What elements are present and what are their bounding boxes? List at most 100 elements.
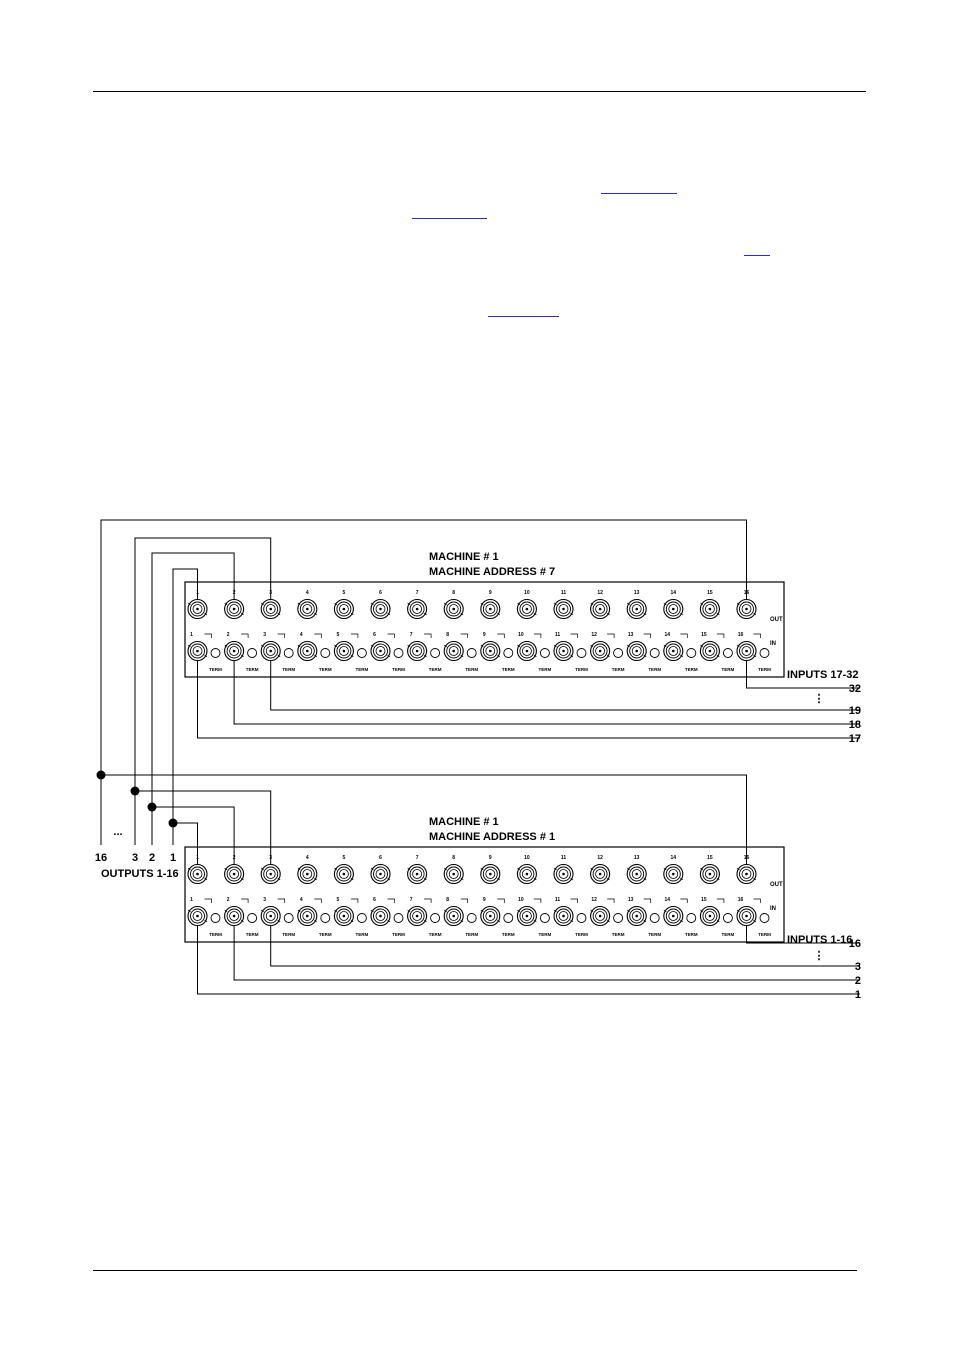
- output-bnc-connector[interactable]: [297, 598, 318, 620]
- term-switch[interactable]: [247, 648, 258, 658]
- output-bnc-connector[interactable]: [553, 598, 574, 620]
- output-bnc-connector[interactable]: [626, 863, 647, 885]
- input-bnc-connector[interactable]: [699, 905, 720, 927]
- term-switch[interactable]: [649, 648, 660, 658]
- input-bnc-connector[interactable]: [370, 905, 391, 927]
- input-bnc-connector[interactable]: [260, 905, 281, 927]
- input-bnc-connector[interactable]: [187, 905, 208, 927]
- term-switch[interactable]: [649, 913, 660, 923]
- link-underline-1[interactable]: [601, 193, 677, 194]
- term-switch[interactable]: [466, 648, 477, 658]
- output-bnc-connector[interactable]: [260, 863, 281, 885]
- term-switch[interactable]: [503, 913, 514, 923]
- term-switch[interactable]: [539, 913, 550, 923]
- term-switch[interactable]: [393, 648, 404, 658]
- input-bnc-connector[interactable]: [590, 905, 611, 927]
- input-bnc-connector[interactable]: [480, 905, 501, 927]
- term-switch[interactable]: [722, 913, 733, 923]
- term-switch[interactable]: [430, 913, 441, 923]
- link-underline-4[interactable]: [488, 316, 559, 317]
- term-switch[interactable]: [576, 913, 587, 923]
- input-bnc-connector[interactable]: [553, 905, 574, 927]
- input-bnc-connector[interactable]: [370, 640, 391, 662]
- input-bnc-connector[interactable]: [297, 640, 318, 662]
- input-bnc-connector[interactable]: [553, 640, 574, 662]
- term-switch[interactable]: [393, 913, 404, 923]
- output-bnc-connector[interactable]: [590, 598, 611, 620]
- term-switch[interactable]: [759, 648, 770, 658]
- input-bnc-connector[interactable]: [443, 640, 464, 662]
- input-bnc-connector[interactable]: [626, 640, 647, 662]
- term-switch[interactable]: [247, 913, 258, 923]
- term-switch[interactable]: [686, 913, 697, 923]
- output-bnc-connector[interactable]: [480, 863, 501, 885]
- input-bnc-connector[interactable]: [516, 640, 537, 662]
- input-bnc-connector[interactable]: [663, 905, 684, 927]
- term-switch[interactable]: [759, 913, 770, 923]
- input-bnc-connector[interactable]: [590, 640, 611, 662]
- term-switch[interactable]: [320, 913, 331, 923]
- output-bnc-connector[interactable]: [187, 863, 208, 885]
- output-bnc-connector[interactable]: [333, 863, 354, 885]
- input-bnc-connector[interactable]: [699, 640, 720, 662]
- input-bnc-connector[interactable]: [736, 640, 757, 662]
- input-bnc-connector[interactable]: [516, 905, 537, 927]
- input-bnc-connector[interactable]: [407, 640, 428, 662]
- link-underline-3[interactable]: [744, 255, 770, 256]
- input-bnc-connector[interactable]: [224, 640, 245, 662]
- output-bnc-connector[interactable]: [224, 863, 245, 885]
- input-bnc-connector[interactable]: [407, 905, 428, 927]
- term-switch[interactable]: [210, 913, 221, 923]
- input-bnc-connector[interactable]: [333, 905, 354, 927]
- term-switch[interactable]: [613, 913, 624, 923]
- term-switch[interactable]: [356, 648, 367, 658]
- term-switch[interactable]: [283, 648, 294, 658]
- output-bnc-connector[interactable]: [333, 598, 354, 620]
- output-bnc-connector[interactable]: [480, 598, 501, 620]
- output-bnc-connector[interactable]: [590, 863, 611, 885]
- output-bnc-connector[interactable]: [370, 598, 391, 620]
- output-bnc-connector[interactable]: [187, 598, 208, 620]
- input-bnc-connector[interactable]: [626, 905, 647, 927]
- term-switch[interactable]: [466, 913, 477, 923]
- output-bnc-connector[interactable]: [699, 863, 720, 885]
- term-switch[interactable]: [613, 648, 624, 658]
- output-bnc-connector[interactable]: [699, 598, 720, 620]
- input-bnc-connector[interactable]: [224, 905, 245, 927]
- term-switch[interactable]: [686, 648, 697, 658]
- output-bnc-connector[interactable]: [516, 598, 537, 620]
- input-bnc-connector[interactable]: [480, 640, 501, 662]
- input-bnc-connector[interactable]: [663, 640, 684, 662]
- output-bnc-connector[interactable]: [224, 598, 245, 620]
- output-bnc-connector[interactable]: [626, 598, 647, 620]
- term-switch[interactable]: [320, 648, 331, 658]
- output-bnc-connector[interactable]: [407, 863, 428, 885]
- output-bnc-connector[interactable]: [260, 598, 281, 620]
- term-switch[interactable]: [722, 648, 733, 658]
- term-switch[interactable]: [539, 648, 550, 658]
- term-switch[interactable]: [283, 913, 294, 923]
- input-bnc-connector[interactable]: [297, 905, 318, 927]
- output-bnc-connector[interactable]: [370, 863, 391, 885]
- output-bnc-connector[interactable]: [553, 863, 574, 885]
- output-bnc-connector[interactable]: [407, 598, 428, 620]
- term-switch[interactable]: [430, 648, 441, 658]
- term-switch[interactable]: [503, 648, 514, 658]
- term-switch[interactable]: [576, 648, 587, 658]
- input-bnc-connector[interactable]: [187, 640, 208, 662]
- link-underline-2[interactable]: [412, 218, 487, 219]
- input-bnc-connector[interactable]: [333, 640, 354, 662]
- input-bnc-connector[interactable]: [443, 905, 464, 927]
- term-switch[interactable]: [210, 648, 221, 658]
- input-bnc-connector[interactable]: [260, 640, 281, 662]
- input-bnc-connector[interactable]: [736, 905, 757, 927]
- term-switch[interactable]: [356, 913, 367, 923]
- output-bnc-connector[interactable]: [663, 598, 684, 620]
- output-bnc-connector[interactable]: [663, 863, 684, 885]
- output-bnc-connector[interactable]: [516, 863, 537, 885]
- output-bnc-connector[interactable]: [443, 863, 464, 885]
- output-bnc-connector[interactable]: [443, 598, 464, 620]
- output-bnc-connector[interactable]: [736, 598, 757, 620]
- output-bnc-connector[interactable]: [736, 863, 757, 885]
- output-bnc-connector[interactable]: [297, 863, 318, 885]
